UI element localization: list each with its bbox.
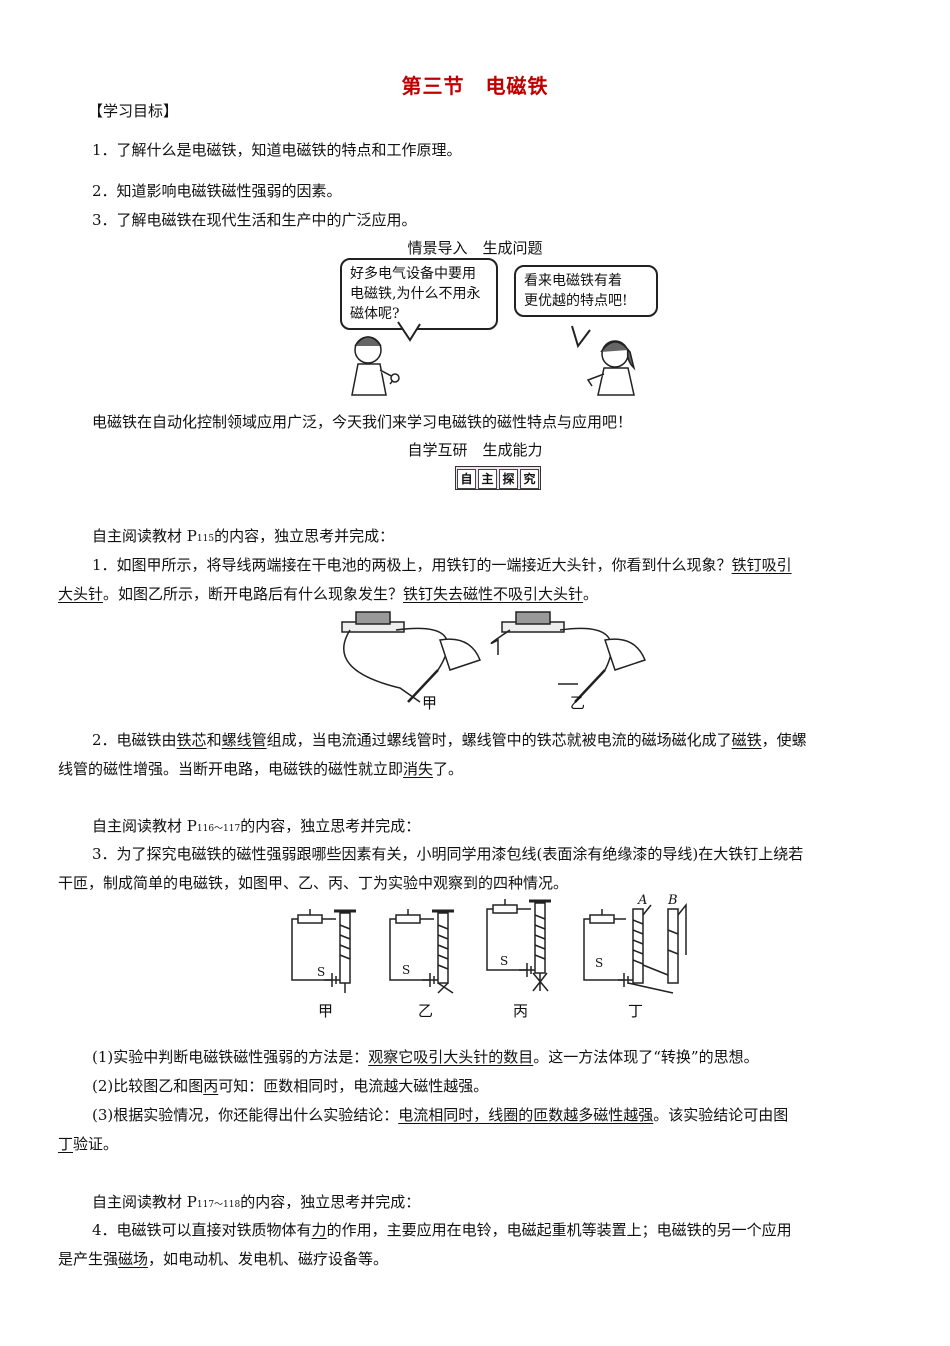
q2-answer-1: 铁芯 — [176, 731, 207, 749]
q2-text-c: 组成，当电流通过螺线管时，螺线管中的铁芯就被电流的磁场磁化成了 — [266, 731, 732, 749]
badge-char-1: 自 — [457, 469, 476, 489]
sub-question-3-line-1: (3)根据实验情况，你还能得出什么实验结论：电流相同时，线圈的匝数越多磁性越强。… — [92, 1104, 788, 1126]
q2-answer-2: 螺线管 — [221, 731, 267, 749]
q2-text-a: 2．电磁铁由 — [92, 731, 177, 749]
intro-text: 电磁铁在自动化控制领域应用广泛，今天我们来学习电磁铁的磁性特点与应用吧！ — [92, 413, 633, 431]
bubble-right-line-2: 更优越的特点吧! — [524, 293, 628, 309]
question-1-line-2: 大头针。如图乙所示，断开电路后有什么现象发生？铁钉失去磁性不吸引大头针。 — [58, 583, 598, 605]
read-1-post: 的内容，独立思考并完成： — [214, 527, 395, 545]
q1-text-b: 。如图乙所示，断开电路后有什么现象发生？ — [103, 585, 404, 603]
s2-text-b: 可知：匝数相同时，电流越大磁性越强。 — [218, 1077, 489, 1095]
s1-answer: 观察它吸引大头针的数目 — [368, 1048, 534, 1066]
bubble-left-line-2: 电磁铁,为什么不用永 — [350, 286, 481, 302]
s2-answer: 丙 — [203, 1077, 219, 1095]
q4-text-a: 4．电磁铁可以直接对铁质物体有 — [92, 1221, 312, 1239]
q1-answer-1a: 铁钉吸引 — [731, 556, 792, 574]
switch-label-jia: S — [317, 965, 326, 979]
read-3-pages: 117～118 — [196, 1200, 241, 1210]
q2-answer-4: 消失 — [403, 760, 434, 778]
page-title: 第三节 电磁铁 — [401, 74, 549, 98]
q1-end: 。 — [583, 585, 599, 603]
s3-answer: 电流相同时，线圈的匝数越多磁性越强 — [398, 1106, 654, 1124]
sub-question-3-line-2: 丁验证。 — [58, 1133, 118, 1155]
q4-text-c: 是产生强 — [58, 1250, 119, 1268]
switch-label-bing: S — [500, 954, 509, 968]
sub-question-1: (1)实验中判断电磁铁磁性强弱的方法是：观察它吸引大头针的数目。这一方法体现了“… — [92, 1046, 759, 1068]
figure-circuit-jia-yi — [341, 611, 646, 703]
s3-text-b: 。该实验结论可由图 — [653, 1106, 789, 1124]
goal-item-2: 2．知道影响电磁铁磁性强弱的因素。 — [92, 182, 342, 200]
self-study-badge: 自 主 探 究 — [455, 466, 541, 490]
q4-text-d: ，如电动机、发电机、磁疗设备等。 — [148, 1250, 389, 1268]
coil-label-b: B — [668, 893, 678, 908]
read-1-pages: 115 — [196, 534, 215, 544]
q2-answer-3: 磁铁 — [731, 731, 762, 749]
figure-label-4-ding: 丁 — [628, 1002, 644, 1020]
bubble-left-line-1: 好多电气设备中要用 — [350, 266, 476, 282]
read-instruction-3: 自主阅读教材 P117～118的内容，独立思考并完成： — [92, 1191, 420, 1216]
badge-char-3: 探 — [499, 469, 518, 489]
goals-heading: 【学习目标】 — [88, 102, 179, 120]
read-2-pre: 自主阅读教材 P — [92, 817, 197, 835]
q4-text-b: 的作用，主要应用在电铃，电磁起重机等装置上；电磁铁的另一个应用 — [326, 1221, 792, 1239]
figure-four-circuits — [291, 899, 687, 994]
goal-item-3: 3．了解电磁铁在现代生活和生产中的广泛应用。 — [92, 211, 417, 229]
sub-question-2: (2)比较图乙和图丙可知：匝数相同时，电流越大磁性越强。 — [92, 1075, 488, 1097]
figure-label-4-bing: 丙 — [513, 1002, 529, 1020]
read-3-pre: 自主阅读教材 P — [92, 1193, 197, 1211]
read-3-post: 的内容，独立思考并完成： — [240, 1193, 421, 1211]
s1-text-b: 。这一方法体现了“转换”的思想。 — [533, 1048, 759, 1066]
s2-text-a: (2)比较图乙和图 — [92, 1077, 204, 1095]
question-1-line-1: 1．如图甲所示，将导线两端接在干电池的两极上，用铁钉的一端接近大头针，你看到什么… — [92, 554, 792, 576]
children-illustration — [351, 321, 636, 396]
s1-text-a: (1)实验中判断电磁铁磁性强弱的方法是： — [92, 1048, 369, 1066]
goal-item-1: 1．了解什么是电磁铁，知道电磁铁的特点和工作原理。 — [92, 141, 462, 159]
badge-char-4: 究 — [520, 469, 539, 489]
s3-text-a: (3)根据实验情况，你还能得出什么实验结论： — [92, 1106, 399, 1124]
q1-answer-2: 铁钉失去磁性不吸引大头针 — [403, 585, 584, 603]
read-2-pages: 116～117 — [196, 824, 241, 834]
read-instruction-1: 自主阅读教材 P115的内容，独立思考并完成： — [92, 525, 394, 550]
figure-label-jia: 甲 — [422, 694, 438, 712]
speech-bubble-left: 好多电气设备中要用 电磁铁,为什么不用永 磁体呢? — [340, 258, 498, 330]
s3-text-c: 验证。 — [73, 1135, 119, 1153]
figure-label-yi: 乙 — [570, 694, 586, 712]
question-2-line-2: 线管的磁性增强。当断开电路，电磁铁的磁性就立即消失了。 — [58, 758, 463, 780]
q1-text-a: 1．如图甲所示，将导线两端接在干电池的两极上，用铁钉的一端接近大头针，你看到什么… — [92, 556, 732, 574]
question-2-line-1: 2．电磁铁由铁芯和螺线管组成，当电流通过螺线管时，螺线管中的铁芯就被电流的磁场磁… — [92, 729, 807, 751]
q2-text-b: 和 — [206, 731, 222, 749]
intro-heading: 情景导入 生成问题 — [407, 239, 543, 257]
coil-label-a: A — [638, 893, 648, 908]
question-3-line-1: 3．为了探究电磁铁的磁性强弱跟哪些因素有关，小明同学用漆包线(表面涂有绝缘漆的导… — [92, 845, 804, 863]
q4-answer-2: 磁场 — [118, 1250, 149, 1268]
switch-label-ding: S — [595, 956, 604, 970]
s3-answer-2: 丁 — [58, 1135, 74, 1153]
bubble-right-line-1: 看来电磁铁有着 — [524, 273, 622, 289]
question-4-line-2: 是产生强磁场，如电动机、发电机、磁疗设备等。 — [58, 1248, 388, 1270]
read-instruction-2: 自主阅读教材 P116～117的内容，独立思考并完成： — [92, 815, 420, 840]
bubble-left-line-3: 磁体呢? — [350, 306, 400, 322]
badge-char-2: 主 — [478, 469, 497, 489]
read-2-post: 的内容，独立思考并完成： — [240, 817, 421, 835]
q2-text-e: 线管的磁性增强。当断开电路，电磁铁的磁性就立即 — [58, 760, 404, 778]
q2-text-d: ，使螺 — [761, 731, 807, 749]
q4-answer-1: 力 — [311, 1221, 327, 1239]
q1-answer-1b: 大头针 — [58, 585, 104, 603]
speech-bubble-right: 看来电磁铁有着 更优越的特点吧! — [514, 265, 658, 317]
switch-label-yi: S — [402, 963, 411, 977]
question-3-line-2: 干匝，制成简单的电磁铁，如图甲、乙、丙、丁为实验中观察到的四种情况。 — [58, 874, 569, 892]
read-1-pre: 自主阅读教材 P — [92, 527, 197, 545]
figure-label-4-yi: 乙 — [418, 1002, 434, 1020]
study-heading: 自学互研 生成能力 — [407, 441, 543, 459]
figure-label-4-jia: 甲 — [318, 1002, 334, 1020]
question-4-line-1: 4．电磁铁可以直接对铁质物体有力的作用，主要应用在电铃，电磁起重机等装置上；电磁… — [92, 1219, 792, 1241]
q2-text-f: 了。 — [433, 760, 464, 778]
